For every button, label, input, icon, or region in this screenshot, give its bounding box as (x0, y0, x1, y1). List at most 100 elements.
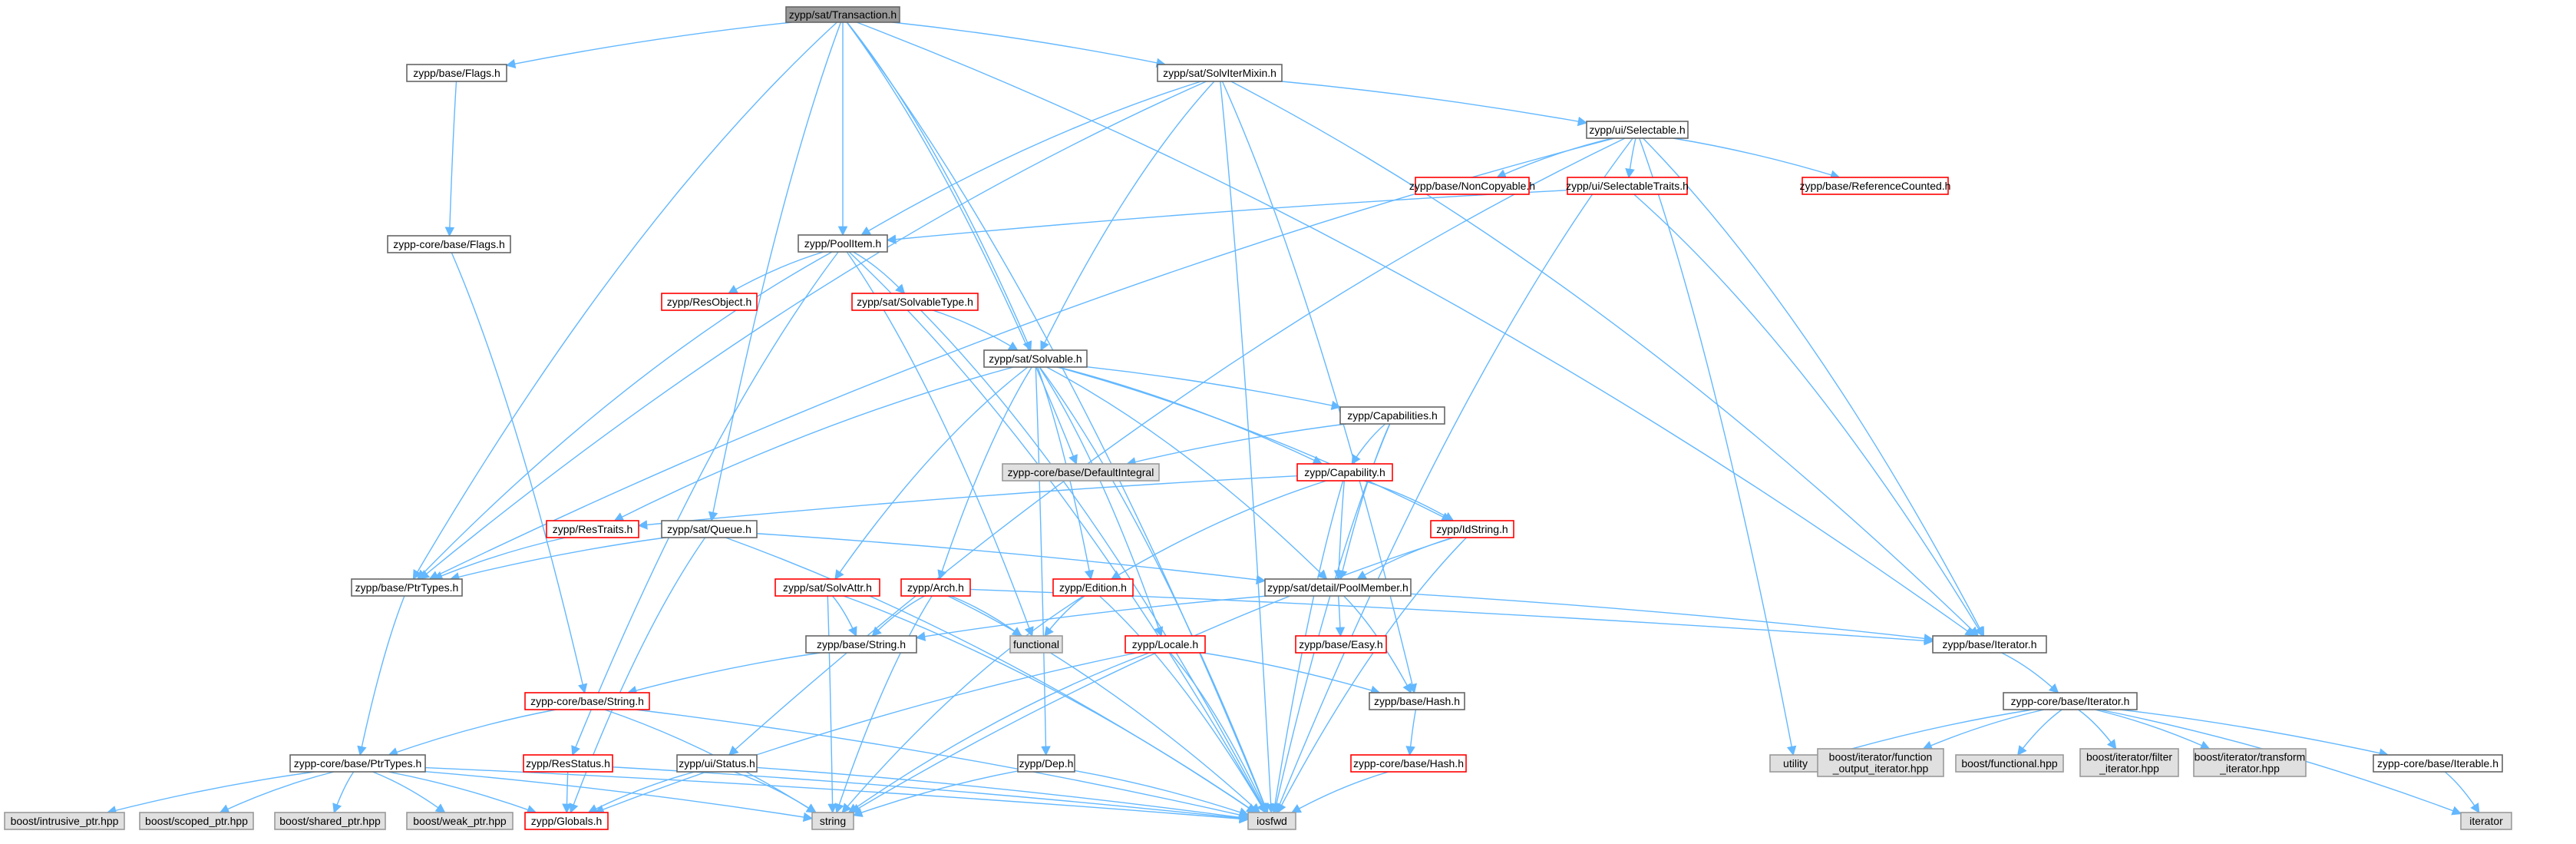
node-bshared[interactable]: boost/shared_ptr.hpp (274, 812, 386, 830)
node-noncopy[interactable]: zypp/base/NonCopyable.h (1409, 177, 1535, 195)
node-solvattr[interactable]: zypp/sat/SolvAttr.h (774, 578, 880, 597)
node-utility[interactable]: utility (1769, 754, 1821, 773)
edge-selectable-to-utility (1639, 137, 1797, 756)
node-string[interactable]: string (811, 812, 854, 830)
node-box (524, 692, 650, 710)
edge-poolitem-to-iosfwd (848, 251, 1267, 814)
node-bfoi[interactable]: boost/iterator/function_output_iterator.… (1817, 748, 1944, 777)
node-label: zypp-core/base/Iterable.h (2377, 757, 2498, 770)
edge-capability-to-edition (1110, 480, 1327, 580)
node-solviter[interactable]: zypp/sat/SolvIterMixin.h (1157, 64, 1283, 82)
node-solvtype[interactable]: zypp/sat/SolvableType.h (851, 293, 979, 311)
edge-solviter-to-ptrtypes (419, 81, 1207, 580)
node-seltraits[interactable]: zypp/ui/SelectableTraits.h (1566, 177, 1689, 195)
node-label: zypp/sat/SolvAttr.h (783, 581, 872, 594)
node-iterator[interactable]: zypp/base/Iterator.h (1932, 635, 2047, 654)
node-coreiterator[interactable]: zypp-core/base/Iterator.h (2003, 692, 2138, 710)
node-dep[interactable]: zypp/Dep.h (1017, 754, 1075, 773)
edge-solvable-to-capabilities (1086, 366, 1342, 411)
node-label: zypp/base/Flags.h (413, 67, 500, 79)
edge-solvattr-to-iosfwd (843, 595, 1257, 813)
edge-resstatus-to-iosfwd (612, 766, 1250, 823)
node-bfilter[interactable]: boost/iterator/filter_iterator.hpp (2079, 748, 2179, 777)
node-label: zypp/Capability.h (1304, 466, 1385, 478)
edge-locale-to-string (847, 652, 1150, 813)
edge-poolitem-to-resstatus (571, 251, 839, 756)
node-status[interactable]: zypp/ui/Status.h (676, 754, 758, 773)
edge-poolmember-to-iterator (1410, 593, 1934, 644)
node-box (2193, 748, 2307, 777)
node-edition[interactable]: zypp/Edition.h (1052, 578, 1134, 597)
edge-capability-to-poolmember (1333, 480, 1346, 581)
node-easy[interactable]: zypp/base/Easy.h (1295, 635, 1387, 654)
node-bfunc[interactable]: boost/functional.hpp (1955, 754, 2064, 773)
node-label: zypp/Arch.h (907, 581, 964, 594)
edge-arch-to-basestring (871, 595, 925, 637)
node-box (774, 578, 880, 597)
node-box (289, 754, 426, 773)
node-transaction[interactable]: zypp/sat/Transaction.h (785, 6, 900, 23)
node-bweak[interactable]: boost/weak_ptr.hpp (406, 812, 514, 830)
edge-locale-to-globals (594, 652, 1137, 814)
node-bintr[interactable]: boost/intrusive_ptr.hpp (4, 812, 125, 830)
node-box (1802, 177, 1949, 195)
edge-selectable-to-iosfwd (1275, 137, 1633, 814)
edge-edition-to-functional (1044, 595, 1085, 637)
edge-transaction-to-queue (708, 22, 842, 522)
node-box (1415, 177, 1530, 195)
node-box (1430, 520, 1514, 538)
node-definteg[interactable]: zypp-core/base/DefaultIntegral (1002, 463, 1160, 482)
node-restraits[interactable]: zypp/ResTraits.h (546, 520, 639, 538)
edge-solviter-to-solvable (1040, 81, 1215, 352)
edge-idstring-to-iosfwd (1276, 537, 1467, 814)
node-corestring[interactable]: zypp-core/base/String.h (524, 692, 650, 710)
node-selectable[interactable]: zypp/ui/Selectable.h (1586, 121, 1689, 139)
node-label: zypp-core/base/Flags.h (393, 238, 505, 250)
node-iteratorstd[interactable]: iterator (2460, 812, 2512, 830)
node-poolitem[interactable]: zypp/PoolItem.h (798, 234, 888, 253)
node-corflags[interactable]: zypp-core/base/Flags.h (387, 235, 511, 253)
edge-locale-to-iosfwd (1170, 652, 1268, 814)
node-btrans[interactable]: boost/iterator/transform_iterator.hpp (2193, 748, 2307, 777)
node-hash[interactable]: zypp/base/Hash.h (1369, 692, 1465, 710)
node-iosfwd[interactable]: iosfwd (1247, 812, 1296, 830)
edge-transaction-to-solviter (892, 22, 1167, 68)
node-box (1009, 635, 1063, 654)
node-box (661, 293, 758, 311)
node-coreptr[interactable]: zypp-core/base/PtrTypes.h (289, 754, 426, 773)
node-resstatus[interactable]: zypp/ResStatus.h (523, 754, 613, 773)
node-capability[interactable]: zypp/Capability.h (1296, 463, 1393, 482)
node-label: boost/intrusive_ptr.hpp (11, 815, 119, 827)
node-label: string (820, 815, 846, 827)
node-label: zypp/base/PtrTypes.h (355, 581, 459, 594)
node-box (1264, 578, 1412, 597)
node-corehash[interactable]: zypp-core/base/Hash.h (1350, 754, 1467, 773)
node-box (1002, 463, 1160, 482)
node-box (2003, 692, 2138, 710)
node-basestring[interactable]: zypp/base/String.h (805, 635, 917, 654)
edge-solvable-to-solvattr (834, 366, 1029, 581)
node-label: iosfwd (1257, 815, 1287, 827)
node-poolmember[interactable]: zypp/sat/detail/PoolMember.h (1264, 578, 1412, 597)
node-globals[interactable]: zypp/Globals.h (524, 812, 609, 830)
node-box (1052, 578, 1134, 597)
node-label: zypp/IdString.h (1436, 523, 1508, 535)
node-ptrtypes[interactable]: zypp/base/PtrTypes.h (351, 578, 463, 597)
node-iterable[interactable]: zypp-core/base/Iterable.h (2373, 754, 2503, 773)
node-refcount[interactable]: zypp/base/ReferenceCounted.h (1800, 177, 1951, 195)
node-capabilities[interactable]: zypp/Capabilities.h (1339, 406, 1445, 425)
node-locale[interactable]: zypp/Locale.h (1125, 635, 1206, 654)
node-flags[interactable]: zypp/base/Flags.h (406, 64, 507, 82)
node-box (546, 520, 639, 538)
edge-idstring-to-poolmember (1356, 537, 1453, 580)
node-bscoped[interactable]: boost/scoped_ptr.hpp (139, 812, 254, 830)
node-solvable[interactable]: zypp/sat/Solvable.h (983, 349, 1088, 368)
node-box (1817, 748, 1944, 777)
node-functional[interactable]: functional (1009, 635, 1063, 654)
node-resobject[interactable]: zypp/ResObject.h (661, 293, 758, 311)
edge-transaction-to-iterator (856, 22, 1975, 637)
node-arch[interactable]: zypp/Arch.h (900, 578, 971, 597)
node-idstring[interactable]: zypp/IdString.h (1430, 520, 1514, 538)
edge-coreptr-to-bscoped (219, 771, 335, 813)
node-queue[interactable]: zypp/sat/Queue.h (661, 520, 758, 538)
